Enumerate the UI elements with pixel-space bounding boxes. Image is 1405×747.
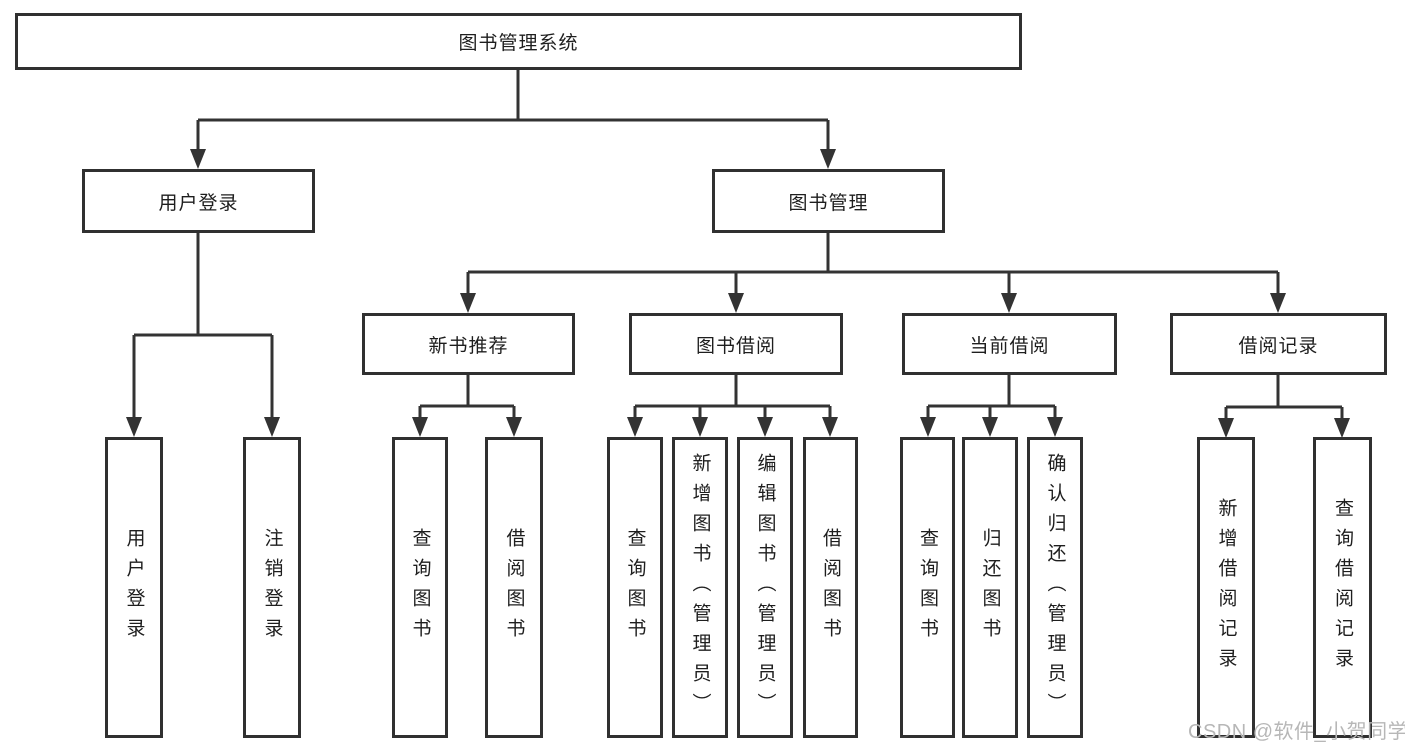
arrowhead-icon [190,149,206,169]
node-label: 查询借阅记录 [1332,497,1353,678]
arrowhead-icon [1218,418,1234,438]
watermark: CSDN @软件_小贺同学 [1188,721,1405,743]
node-label: 新增借阅记录 [1215,497,1237,678]
node-label: 确认归还（管理员） [1044,452,1066,723]
arrowhead-icon [820,149,836,169]
leaf-bb-add-books-admin: 新增图书（管理员） [672,437,728,738]
node-borrowing-records: 借阅记录 [1170,313,1387,375]
arrowhead-icon [1047,417,1063,437]
node-label: 借阅记录 [1238,335,1319,357]
node-new-book-recommendation: 新书推荐 [362,313,575,375]
node-library-management-system: 图书管理系统 [15,13,1022,70]
leaf-user-login: 用户登录 [105,437,163,738]
node-current-borrowing: 当前借阅 [902,313,1117,375]
node-label: 借阅图书 [503,527,525,648]
node-label: 查询图书 [409,527,431,648]
node-label: 查询图书 [917,527,938,648]
node-label: 图书管理 [788,192,869,214]
arrowhead-icon [1270,293,1286,313]
arrowhead-icon [982,417,998,437]
leaf-nb-query-books: 查询图书 [392,437,448,738]
arrowhead-icon [460,293,476,313]
leaf-bb-borrow-books: 借阅图书 [803,437,858,738]
arrowhead-icon [757,417,773,437]
leaf-cb-query-books: 查询图书 [900,437,955,738]
arrowhead-icon [1334,418,1350,438]
leaf-cb-return-books: 归还图书 [962,437,1018,738]
node-label: 注销登录 [261,527,283,648]
node-label: 用户登录 [158,192,239,214]
node-label: 借阅图书 [820,527,841,648]
node-label: 用户登录 [123,527,145,648]
arrowhead-icon [627,417,643,437]
leaf-logout: 注销登录 [243,437,301,738]
arrowhead-icon [822,417,838,437]
arrowhead-icon [126,417,142,437]
node-label: 新增图书（管理员） [689,452,711,723]
node-label: 查询图书 [624,527,646,648]
leaf-nb-borrow-books: 借阅图书 [485,437,543,738]
leaf-br-add-record: 新增借阅记录 [1197,437,1255,738]
node-user-login: 用户登录 [82,169,315,233]
arrowhead-icon [412,417,428,437]
node-label: 新书推荐 [428,335,509,357]
node-label: 图书借阅 [695,335,776,357]
leaf-cb-confirm-return-admin: 确认归还（管理员） [1027,437,1083,738]
node-label: 编辑图书（管理员） [754,452,776,723]
arrowhead-icon [506,417,522,437]
node-book-borrowing: 图书借阅 [629,313,843,375]
leaf-bb-edit-books-admin: 编辑图书（管理员） [737,437,793,738]
arrowhead-icon [692,417,708,437]
arrowhead-icon [264,417,280,437]
arrowhead-icon [1001,293,1017,313]
node-label: 图书管理系统 [458,33,579,54]
leaf-br-query-record: 查询借阅记录 [1313,437,1372,738]
node-book-management: 图书管理 [712,169,945,233]
arrowhead-icon [920,417,936,437]
leaf-bb-query-books: 查询图书 [607,437,663,738]
arrowhead-icon [728,293,744,313]
node-label: 当前借阅 [969,335,1050,357]
connector-path [132,70,1344,420]
node-label: 归还图书 [979,527,1001,648]
